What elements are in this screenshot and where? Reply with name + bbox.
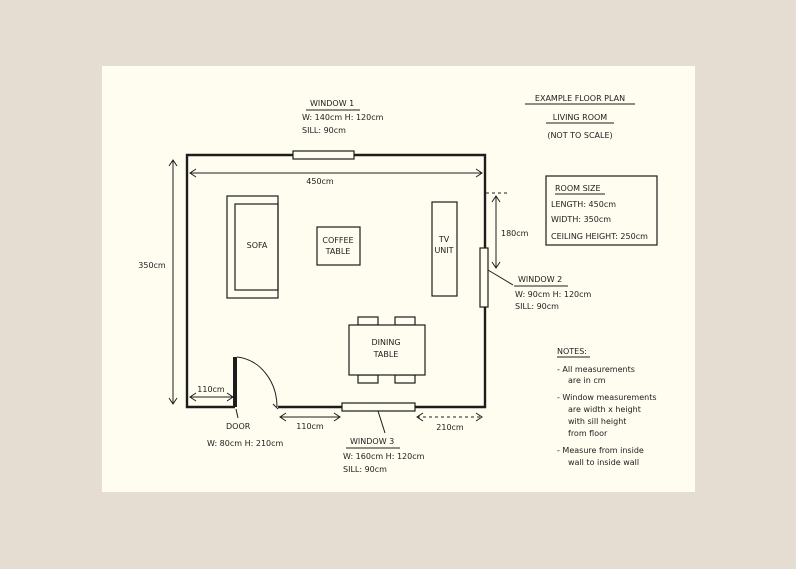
- sofa: SOFA: [226, 195, 279, 299]
- room-walls: [185, 153, 487, 409]
- dining-table-label-1: DINING: [371, 338, 400, 347]
- coffee-table-label-1: COFFEE: [322, 236, 353, 245]
- note-2-line-3: with sill height: [568, 417, 626, 426]
- window-3: [341, 402, 416, 412]
- tv-unit-label-2: UNIT: [434, 246, 453, 255]
- window-2: [479, 247, 489, 308]
- window3-sill: SILL: 90cm: [343, 465, 387, 474]
- room-size-heading: ROOM SIZE: [555, 184, 601, 193]
- window2-label: WINDOW 2: [518, 275, 562, 284]
- window2-sill: SILL: 90cm: [515, 302, 559, 311]
- scale-note: (NOT TO SCALE): [547, 131, 612, 140]
- coffee-table-label-2: TABLE: [325, 247, 351, 256]
- dimension-window2-offset: 180cm: [486, 192, 529, 269]
- dimension-door-offset: 110cm: [189, 385, 234, 402]
- title-block: EXAMPLE FLOOR PLAN LIVING ROOM (NOT TO S…: [525, 94, 635, 140]
- window-1: [292, 150, 355, 160]
- tv-unit: TV UNIT: [431, 201, 458, 297]
- height-label: 350cm: [138, 261, 166, 270]
- room-size-box: ROOM SIZE LENGTH: 450cm WIDTH: 350cm CEI…: [545, 175, 658, 246]
- room-width: WIDTH: 350cm: [551, 215, 611, 224]
- ceiling-height: CEILING HEIGHT: 250cm: [551, 232, 648, 241]
- dimension-height: 350cm: [138, 159, 178, 405]
- plan-title: EXAMPLE FLOOR PLAN: [535, 94, 625, 103]
- window2-size: W: 90cm H: 120cm: [515, 290, 592, 299]
- window3-left-label: 110cm: [296, 422, 324, 431]
- notes-block: NOTES: - All measurements are in cm - Wi…: [557, 347, 657, 467]
- notes-heading: NOTES:: [557, 347, 587, 356]
- door-size: W: 80cm H: 210cm: [207, 439, 284, 448]
- coffee-table: COFFEE TABLE: [316, 226, 361, 266]
- window3-label: WINDOW 3: [350, 437, 394, 446]
- window1-label: WINDOW 1: [310, 99, 354, 108]
- width-label: 450cm: [306, 177, 334, 186]
- note-3-line-2: wall to inside wall: [568, 458, 639, 467]
- window3-annotation: WINDOW 3 W: 160cm H: 120cm SILL: 90cm: [343, 410, 425, 474]
- paper-sheet: [102, 66, 695, 492]
- note-1-line-2: are in cm: [568, 376, 606, 385]
- room-length: LENGTH: 450cm: [551, 200, 616, 209]
- sofa-label: SOFA: [247, 241, 268, 250]
- window2-annotation: WINDOW 2 W: 90cm H: 120cm SILL: 90cm: [487, 269, 592, 311]
- door-symbol: [233, 356, 279, 410]
- window1-annotation: WINDOW 1 W: 140cm H: 120cm SILL: 90cm: [302, 99, 384, 135]
- window1-sill: SILL: 90cm: [302, 126, 346, 135]
- dimension-window3-right: 210cm: [416, 412, 483, 432]
- tv-unit-label-1: TV: [438, 235, 450, 244]
- note-3-line-1: - Measure from inside: [557, 446, 644, 455]
- dimension-width: 450cm: [189, 168, 483, 186]
- window3-size: W: 160cm H: 120cm: [343, 452, 425, 461]
- dimension-window3-left: 110cm: [279, 412, 341, 431]
- note-1-line-1: - All measurements: [557, 365, 635, 374]
- door-offset-label: 110cm: [197, 385, 225, 394]
- note-2-line-2: are width x height: [568, 405, 641, 414]
- dining-table-label-2: TABLE: [373, 350, 399, 359]
- door-label: DOOR: [226, 422, 251, 431]
- window1-size: W: 140cm H: 120cm: [302, 113, 384, 122]
- window2-offset-label: 180cm: [501, 229, 529, 238]
- door-annotation: DOOR W: 80cm H: 210cm: [207, 408, 284, 448]
- dining-table: DINING TABLE: [348, 316, 426, 384]
- note-2-line-1: - Window measurements: [557, 393, 657, 402]
- note-2-line-4: from floor: [568, 429, 608, 438]
- plan-subtitle: LIVING ROOM: [553, 113, 608, 122]
- window3-right-label: 210cm: [436, 423, 464, 432]
